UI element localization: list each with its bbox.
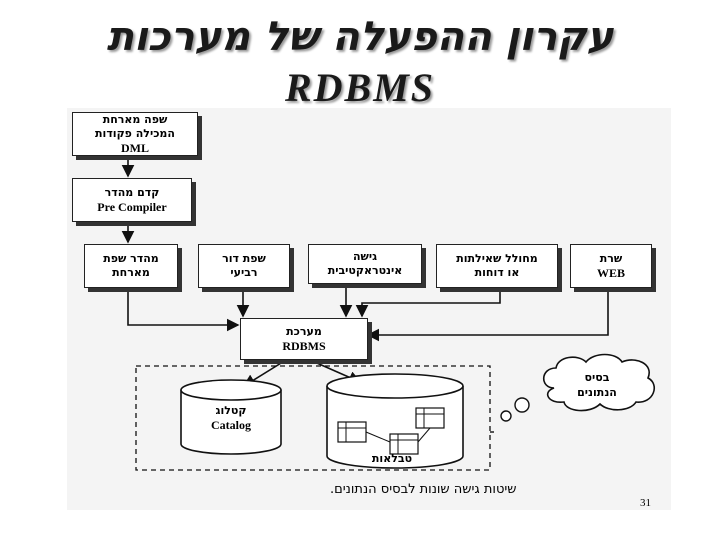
figure-caption: שיטות גישה שונות לבסיס הנתונים. xyxy=(330,482,517,497)
tables-cylinder xyxy=(326,373,464,469)
page-number: 31 xyxy=(640,497,651,509)
slide-title-rdbms: RDBMS xyxy=(284,65,436,110)
slide-title-hebrew: עקרון ההפעלה של מערכות xyxy=(106,14,614,60)
catalog-cylinder xyxy=(180,379,282,455)
tables-label: טבלאות xyxy=(371,452,413,465)
database-cloud-shape xyxy=(542,353,656,412)
